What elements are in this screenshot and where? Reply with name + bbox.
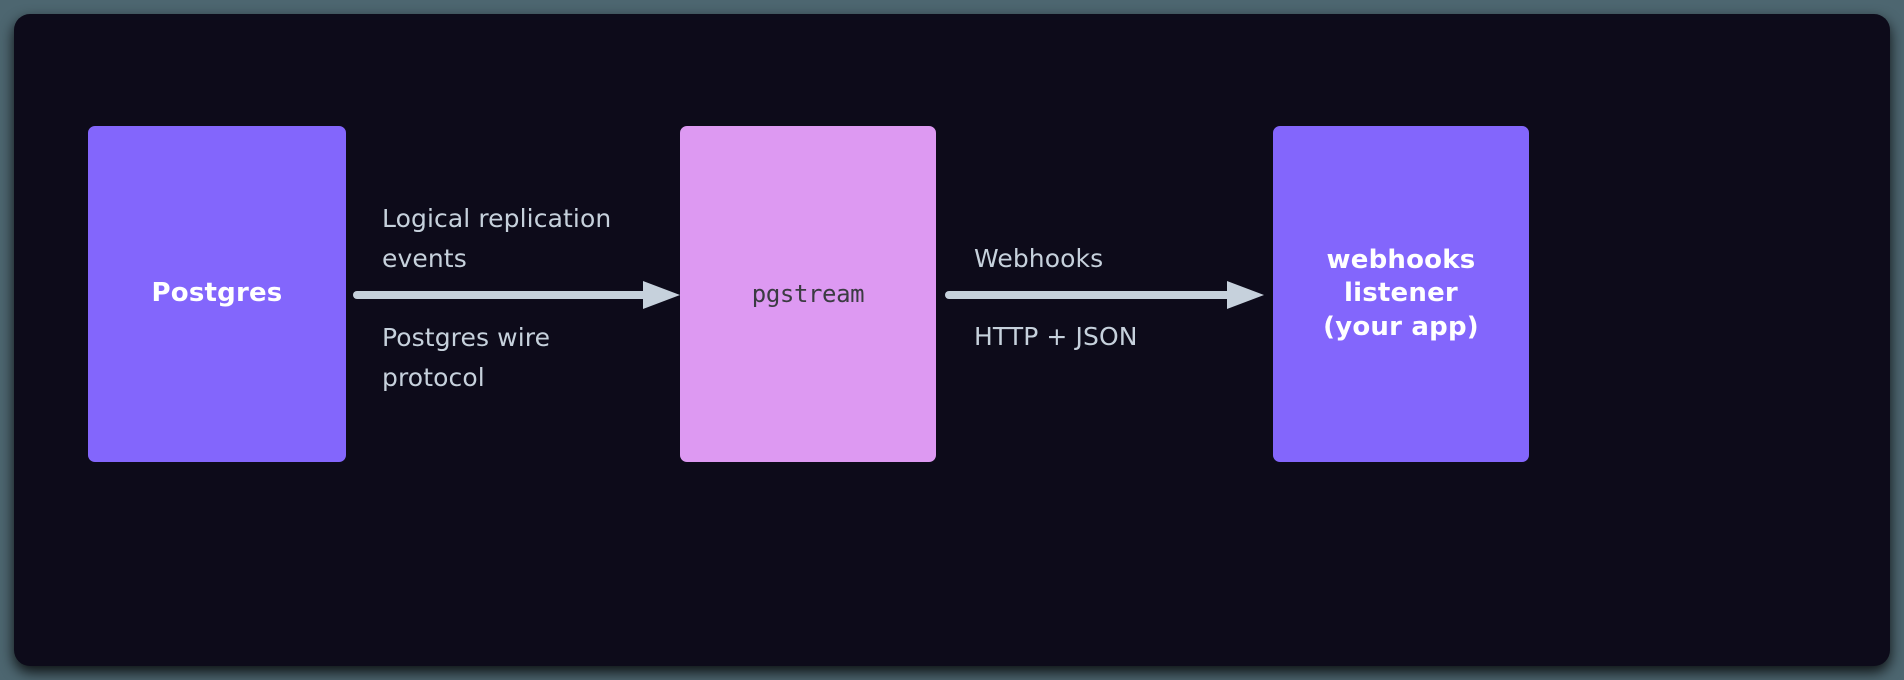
arrow-pgstream-to-listener [944, 278, 1266, 312]
edge-label-http-json: HTTP + JSON [974, 322, 1138, 351]
diagram-panel: Postgres Logical replication events Post… [14, 14, 1890, 666]
arrow-postgres-to-pgstream [352, 278, 682, 312]
node-webhooks-listener[interactable]: webhooks listener (your app) [1273, 126, 1529, 462]
edge-label-logical-replication-events: Logical replication events [382, 204, 612, 273]
node-pgstream[interactable]: pgstream [680, 126, 936, 462]
arrow-right-icon [353, 281, 680, 309]
node-postgres[interactable]: Postgres [88, 126, 346, 462]
node-pgstream-label: pgstream [751, 279, 865, 308]
edge-label-webhooks: Webhooks [974, 244, 1104, 273]
node-postgres-label: Postgres [151, 278, 283, 309]
arrow-right-icon [945, 281, 1264, 309]
edge-label-postgres-wire-protocol: Postgres wire protocol [382, 323, 551, 392]
node-webhooks-listener-label: webhooks listener (your app) [1323, 245, 1479, 342]
